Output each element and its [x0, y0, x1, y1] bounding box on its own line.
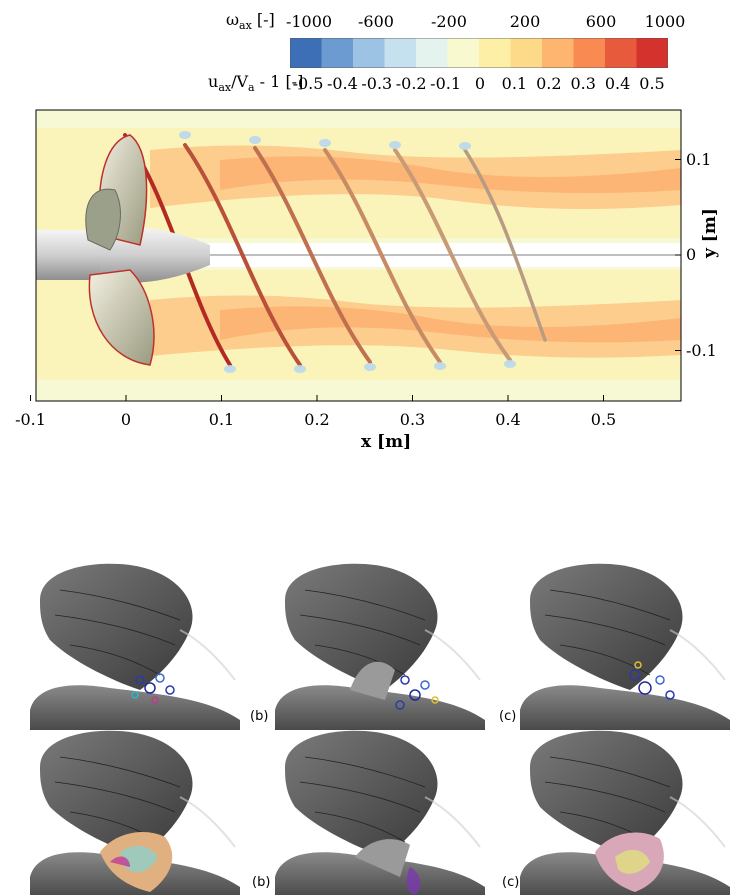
panel-bottom-a — [29, 729, 241, 895]
colorbar-segment — [636, 38, 668, 68]
cavitation-points — [131, 673, 175, 704]
panel-label-top-c: (c) — [499, 709, 517, 724]
y-tick-label: -0.1 — [686, 340, 717, 360]
panel-label-bottom-c: (c) — [502, 875, 520, 890]
cavitation-points — [629, 661, 675, 700]
panel-top-a — [29, 562, 241, 731]
colorbar-segment — [605, 38, 637, 68]
panel-top-c — [519, 562, 731, 731]
cavitation-points — [395, 675, 439, 710]
propeller-blade-mid — [85, 188, 121, 251]
velocity-tick-label: 0.2 — [536, 74, 562, 93]
wake-contour-plot — [30, 109, 682, 402]
u-subscript: ax — [218, 81, 232, 95]
y-tick-label: 0 — [686, 245, 697, 264]
x-tick-label: -0.1 — [15, 410, 46, 429]
panel-label-top-b: (b) — [250, 709, 269, 724]
blade-panels — [29, 562, 731, 895]
colorbar-segment — [479, 38, 511, 68]
x-tick-label: 0 — [120, 410, 132, 429]
x-axis-title: x [m] — [361, 432, 412, 452]
colorbar-segment — [321, 38, 354, 68]
velocity-tick-label: -0.1 — [430, 74, 462, 93]
x-tick-label: 0.1 — [208, 410, 235, 429]
v-symbol: /V — [231, 72, 249, 91]
velocity-tick-label: 0 — [474, 74, 486, 93]
colorbar-segment — [416, 38, 448, 68]
omega-colorbar-title: ωax [-] — [226, 10, 275, 32]
colorbar-segment — [447, 38, 480, 68]
panel-bottom-c — [519, 729, 731, 895]
u-symbol: u — [208, 72, 219, 91]
colorbar-segment — [573, 38, 606, 68]
x-tick-label: 0.4 — [495, 410, 521, 429]
velocity-tick-label: 0.3 — [570, 74, 596, 93]
vorticity-patches — [179, 131, 516, 373]
colorbar-segment — [290, 38, 322, 68]
omega-symbol: ω — [226, 10, 240, 29]
velocity-colorbar-title: uax/Va - 1 [-] — [208, 72, 303, 94]
x-tick-label: 0.2 — [304, 410, 330, 429]
velocity-tick-label: 0.5 — [639, 74, 665, 93]
x-tick-label: 0.5 — [590, 410, 617, 429]
panel-label-bottom-b: (b) — [252, 875, 271, 890]
velocity-tick-label: 0.4 — [604, 74, 631, 93]
velocity-tick-label: -0.2 — [395, 74, 427, 93]
omega-subscript: ax — [239, 19, 252, 33]
omega-unit: [-] — [251, 10, 275, 29]
colorbar — [290, 38, 668, 68]
y-axis-title: y [m] — [700, 208, 720, 258]
velocity-tick-label: -0.5 — [292, 74, 324, 93]
panel-bottom-b — [274, 729, 486, 895]
velocity-unit: - 1 [-] — [254, 72, 304, 91]
colorbar-segment — [384, 38, 417, 68]
velocity-tick-label: -0.3 — [361, 74, 393, 93]
v-subscript: a — [248, 81, 255, 95]
colorbar-segment — [510, 38, 543, 68]
omega-tick-label: -600 — [358, 12, 394, 31]
y-tick-label: 0.1 — [686, 149, 712, 169]
colorbar-segment — [542, 38, 574, 68]
omega-tick-label: 200 — [509, 12, 541, 31]
velocity-tick-label: -0.4 — [326, 74, 358, 93]
omega-tick-label: -1000 — [285, 12, 333, 31]
omega-tick-label: 600 — [585, 12, 617, 31]
omega-tick-label: -200 — [431, 12, 467, 31]
colorbar-segment — [353, 38, 385, 68]
omega-tick-label: 1000 — [644, 12, 686, 31]
x-tick-label: 0.3 — [399, 410, 426, 429]
panel-top-b — [274, 562, 486, 731]
velocity-tick-label: 0.1 — [501, 74, 528, 93]
propeller-blade-lower — [88, 269, 155, 366]
